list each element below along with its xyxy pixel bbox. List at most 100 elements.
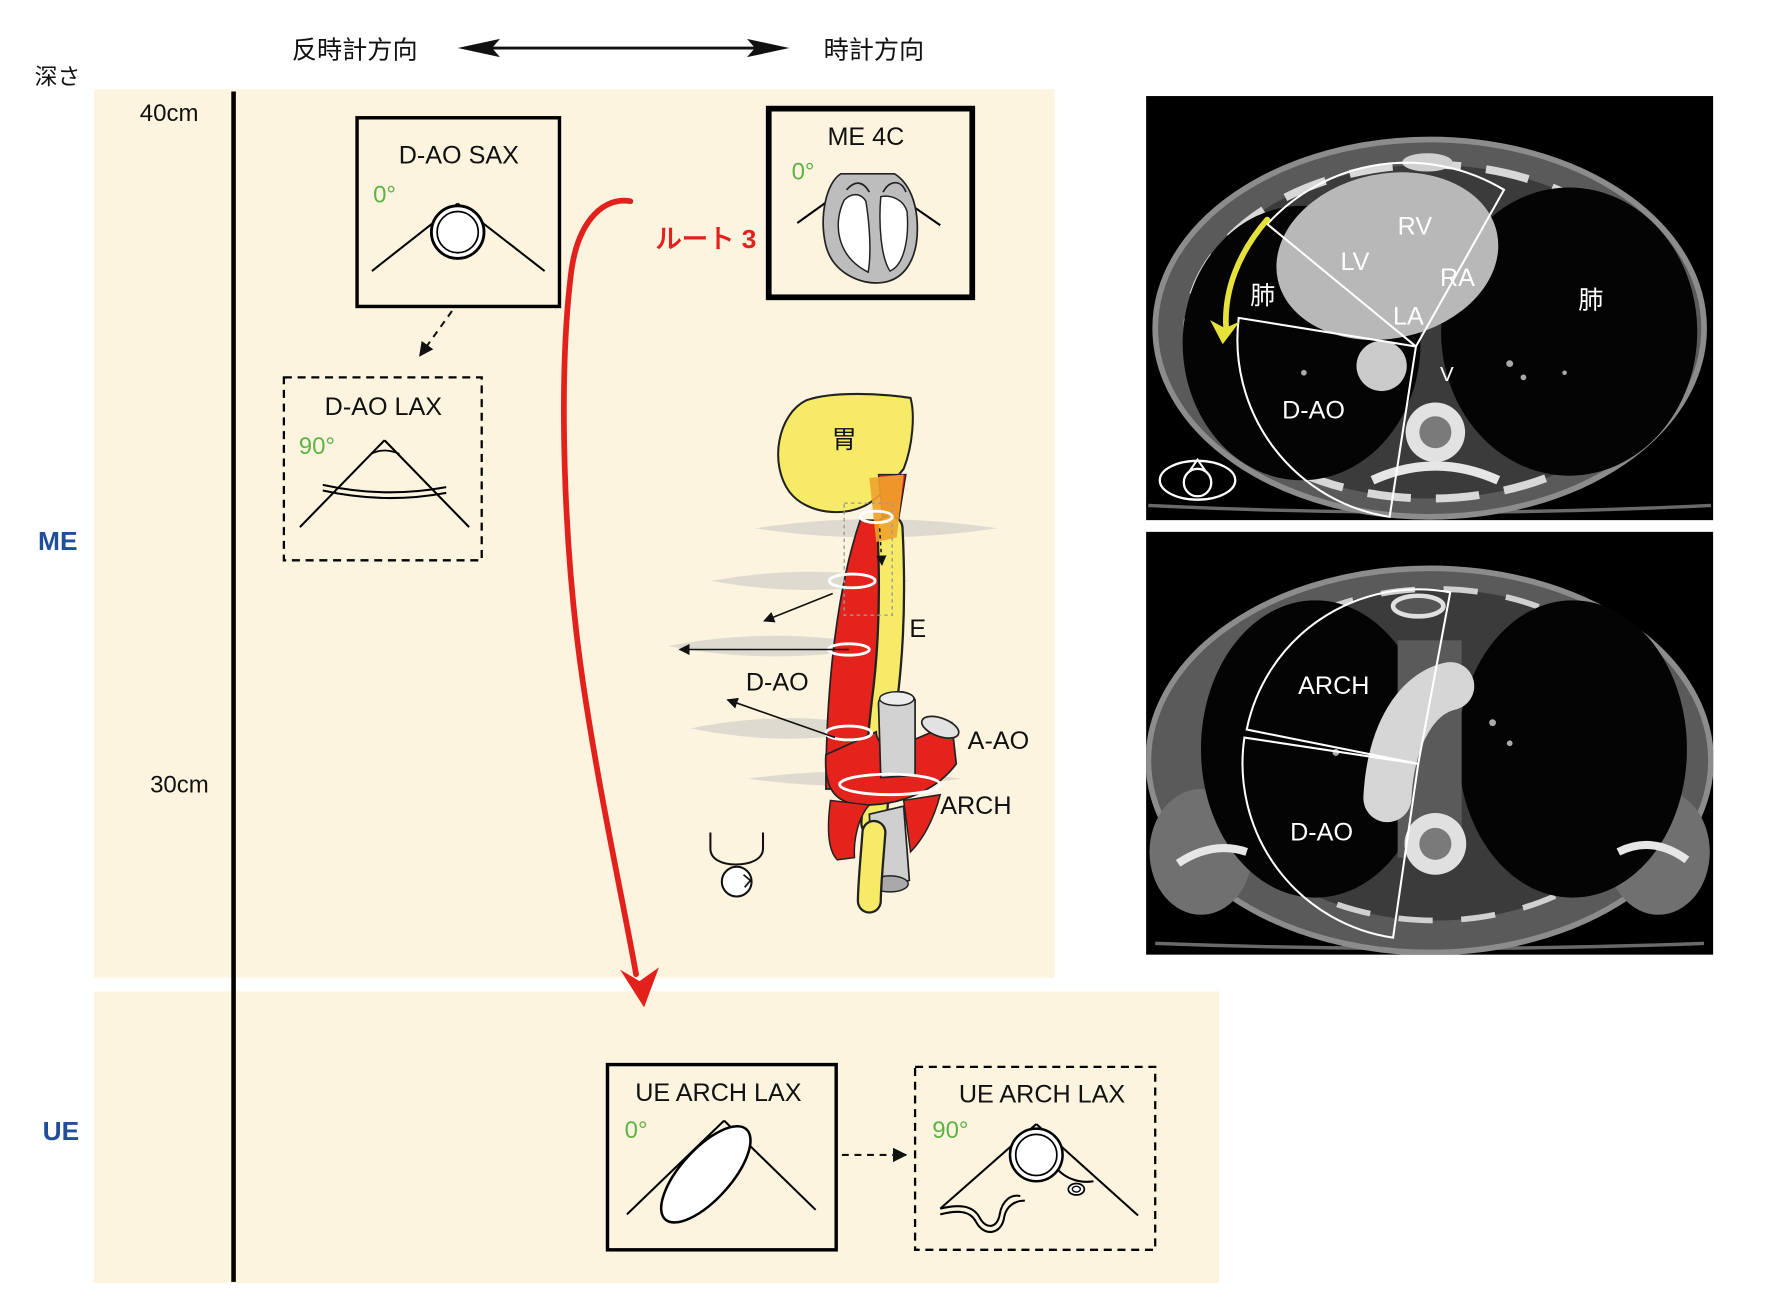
esophagus-dashed-outline — [843, 502, 893, 616]
view-frame — [605, 1062, 838, 1252]
ascending-aorta-cut-end — [920, 715, 960, 739]
ct-label-arch: ARCH — [1298, 672, 1369, 700]
ct-label-lung-left: 肺 — [1250, 282, 1275, 310]
direction-arrowhead-right — [746, 38, 790, 58]
ct-lung-right — [1458, 600, 1687, 898]
ct-scapula-right — [1616, 841, 1690, 864]
ct-label-d-ao: D-AO — [1290, 818, 1353, 846]
view-ue-arch-lax-90: UE ARCH LAX 90° — [913, 1065, 1157, 1251]
ascending-aorta-label: A-AO — [968, 727, 1029, 755]
ct-sector-lower — [1241, 736, 1420, 939]
route-3-arrow — [561, 197, 659, 1008]
near-field-arc — [370, 449, 400, 455]
aorta-lumen — [436, 210, 480, 254]
ct-label-lv: LV — [1340, 248, 1369, 276]
ct-rotation-arrowhead — [1210, 320, 1240, 345]
probe-level-ring — [858, 509, 894, 525]
orientation-head-circle — [720, 865, 753, 898]
view-angle: 0° — [792, 159, 815, 186]
ct-lung-vessel — [1301, 369, 1307, 376]
view-direction-arrow — [763, 592, 834, 623]
clockwise-label: 時計方向 — [824, 36, 925, 64]
ct-lung-vessel — [1520, 374, 1527, 381]
small-vessel-outer — [1067, 1182, 1086, 1196]
counterclockwise-label: 反時計方向 — [292, 36, 418, 64]
ct-label-lung-right: 肺 — [1578, 287, 1603, 315]
ct-scapula-left — [1175, 844, 1248, 867]
view-frame-dashed — [913, 1065, 1157, 1251]
aorta-wall-far — [322, 489, 447, 500]
depth-tick-40cm: 40cm — [140, 100, 199, 127]
ct-sector-upper — [1245, 588, 1452, 766]
probe-level-ring — [824, 724, 874, 742]
gray-vessel-upper-end — [878, 691, 915, 707]
ct-lung-right — [1441, 187, 1698, 476]
sax-to-lax-dashed-arrow — [419, 310, 453, 357]
ct-icon-probe — [1182, 467, 1213, 498]
view-title: D-AO LAX — [325, 393, 443, 421]
view-angle: 90° — [932, 1117, 968, 1144]
heart-left-chamber — [837, 193, 871, 274]
ct-lung-vessel — [1506, 360, 1514, 368]
view-angle: 0° — [373, 181, 396, 208]
ct-label-v: V — [1440, 363, 1454, 386]
view-d-ao-lax: D-AO LAX 90° — [282, 376, 483, 562]
direction-arrowhead-left — [457, 38, 501, 58]
view-angle: 0° — [625, 1117, 648, 1144]
descending-aorta-label: D-AO — [746, 669, 809, 697]
sector-left-edge — [299, 439, 386, 528]
ct-label-d-ao: D-AO — [1282, 397, 1345, 425]
level-label-me: ME — [38, 526, 77, 556]
ct-sternum — [1390, 593, 1446, 619]
view-title: ME 4C — [827, 123, 904, 151]
ct-sector-upper — [1265, 161, 1506, 349]
gastroesophageal-junction — [869, 474, 904, 543]
view-d-ao-sax: D-AO SAX 0° — [355, 116, 562, 309]
ct-spinal-canal — [1419, 827, 1452, 860]
ct-image-lower: ARCH D-AO — [1146, 531, 1714, 955]
small-vessel-inner — [1071, 1185, 1082, 1193]
ct-aortic-arch — [1363, 662, 1475, 823]
depth-label: 深さ — [35, 64, 81, 90]
ct-sector-lower — [1236, 316, 1418, 519]
view-frame-bold — [765, 105, 976, 301]
heart-valve-left — [845, 182, 871, 193]
orientation-body-outline — [709, 832, 765, 866]
ct-spinal-canal — [1419, 416, 1452, 449]
heart-right-chamber — [879, 195, 909, 272]
ct-label-ra: RA — [1440, 264, 1475, 292]
esophagus-lower — [859, 822, 885, 912]
ct-label-rv: RV — [1398, 212, 1433, 240]
ct-lung-vessel — [1489, 719, 1496, 727]
level-label-ue: UE — [43, 1116, 80, 1146]
view-ue-arch-lax-0: UE ARCH LAX 0° — [605, 1062, 838, 1252]
arch-label: ARCH — [940, 792, 1011, 820]
sector-left-edge — [626, 1119, 725, 1216]
four-chamber-heart-icon — [822, 172, 919, 284]
ct-image-upper: RV LV RA 肺 肺 LA V D-AO — [1146, 96, 1714, 521]
pulmonary-artery-wall-inner — [939, 1199, 1025, 1233]
probe-advance-dashed-arrow — [876, 528, 887, 566]
ct-posterior-ribs — [1370, 461, 1501, 485]
stomach-label: 胃 — [832, 426, 857, 454]
ct-rotation-arrow — [1223, 216, 1271, 332]
probe-level-ring — [827, 572, 877, 590]
aortic-arch-lumen — [1014, 1133, 1058, 1177]
heart-valve-right — [882, 181, 907, 193]
route-3-label: ルート 3 — [656, 224, 757, 254]
patient-orientation-icon — [709, 832, 765, 898]
view-title: UE ARCH LAX — [635, 1079, 801, 1107]
anatomy-illustration: 胃 E D-AO A-AO ARCH — [668, 392, 1029, 914]
aortic-arch-long-axis — [659, 1125, 752, 1224]
orientation-mark — [743, 874, 752, 888]
arch-branch-left — [827, 799, 871, 861]
view-frame — [355, 116, 562, 309]
view-frame-dashed — [282, 376, 483, 562]
esophagus-label: E — [909, 615, 926, 643]
ct-icon-sector — [1188, 457, 1207, 472]
view-me-4c: ME 4C 0° — [765, 105, 976, 301]
ct-descending-aorta — [1356, 340, 1407, 392]
aorta-wall-near — [322, 483, 447, 494]
depth-tick-30cm: 30cm — [150, 771, 209, 798]
